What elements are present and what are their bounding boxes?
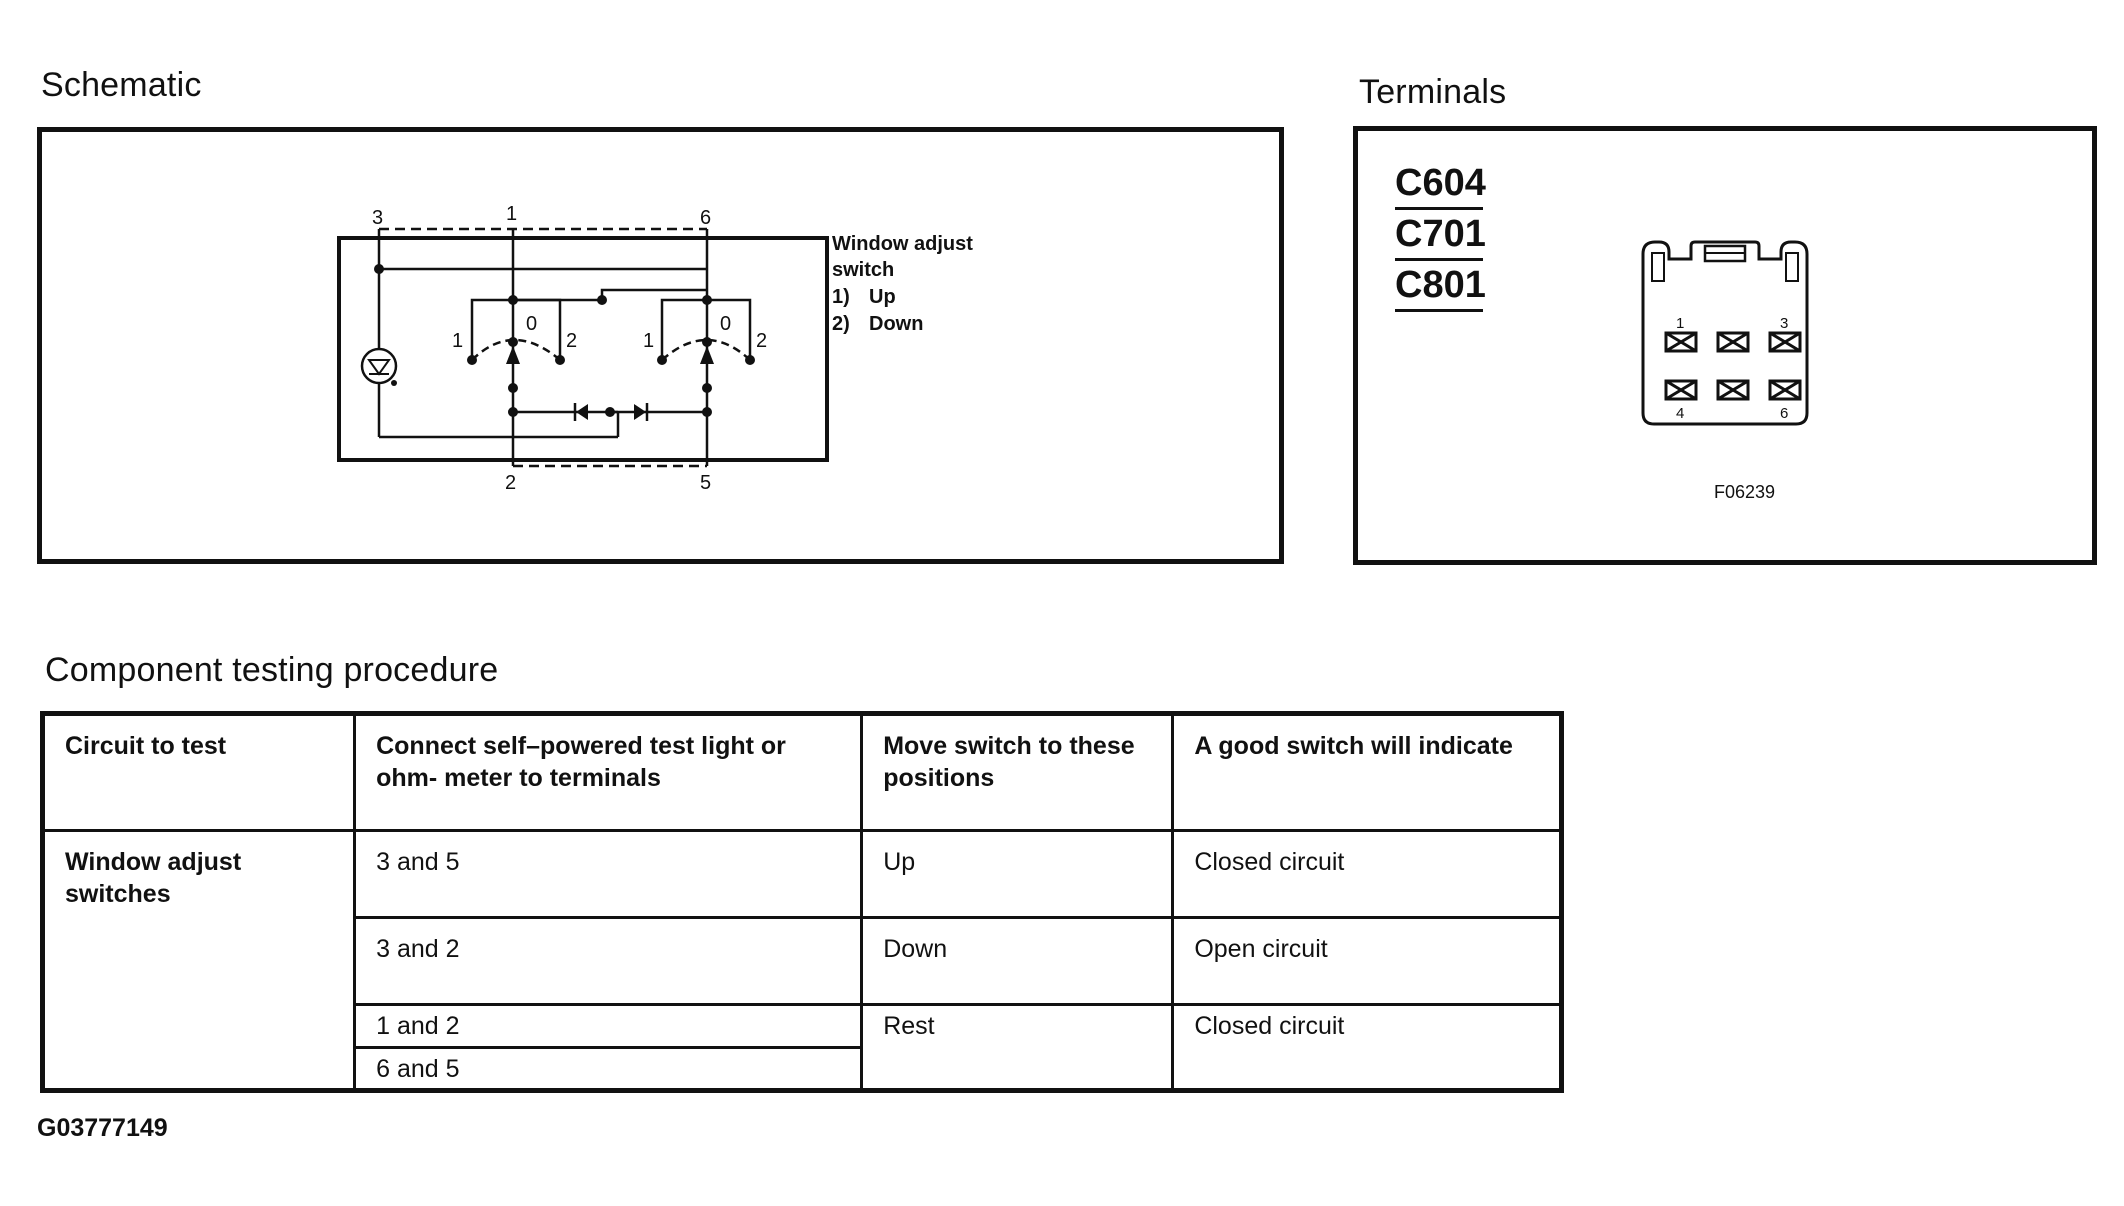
position-cell: Rest bbox=[860, 1003, 1175, 1092]
indication-cell: Closed circuit bbox=[1171, 829, 1563, 919]
terminals-panel: C604 C701 C801 1 3 4 6 F06239 bbox=[1353, 126, 2097, 565]
pin-label-1: 1 bbox=[1676, 315, 1684, 332]
schematic-heading: Schematic bbox=[41, 66, 202, 104]
diode-right bbox=[634, 404, 646, 420]
terminals-cell: 3 and 2 bbox=[353, 916, 864, 1006]
figure-id: G03777149 bbox=[37, 1114, 168, 1142]
legend-item-down: Down bbox=[869, 313, 923, 335]
procedure-table: Circuit to test Connect self–powered tes… bbox=[40, 711, 1564, 1093]
position-cell: Up bbox=[860, 829, 1175, 919]
connector-list: C604 C701 C801 bbox=[1395, 159, 1486, 312]
column-header: Circuit to test bbox=[40, 712, 357, 832]
connector-shell bbox=[1641, 240, 1809, 426]
diode-left bbox=[576, 404, 588, 420]
lamp-icon bbox=[360, 347, 398, 385]
legend-item-num: 1) bbox=[832, 286, 850, 308]
column-header: Connect self–powered test light or ohm- … bbox=[353, 712, 864, 832]
terminals-heading: Terminals bbox=[1359, 73, 1507, 111]
terminal-label-1: 1 bbox=[506, 203, 517, 225]
position-label: 1 bbox=[452, 330, 463, 352]
schematic-panel: 3 1 6 2 5 1 0 2 1 0 2 Window adjust swit… bbox=[37, 127, 1284, 564]
table-header-row: Circuit to test Connect self–powered tes… bbox=[40, 712, 1563, 832]
pin-cavities bbox=[1664, 331, 1802, 401]
table-row: 3 and 2 Down Open circuit bbox=[43, 916, 1563, 1006]
connector-id: C701 bbox=[1395, 210, 1486, 261]
legend-item-num: 2) bbox=[832, 313, 850, 335]
table-row: 1 and 2 Rest Closed circuit bbox=[43, 1003, 1563, 1092]
terminals-cell: 1 and 2 bbox=[353, 1003, 864, 1049]
schematic-diagram: 3 1 6 2 5 1 0 2 1 0 2 Window adjust swit… bbox=[337, 203, 973, 494]
indication-cell: Open circuit bbox=[1171, 916, 1563, 1006]
column-header: Move switch to these positions bbox=[860, 712, 1175, 832]
pin-label-6: 6 bbox=[1780, 405, 1788, 422]
pin-label-3: 3 bbox=[1780, 315, 1788, 332]
connector-id: C801 bbox=[1395, 261, 1486, 312]
switch-housing bbox=[337, 236, 829, 462]
indication-cell: Closed circuit bbox=[1171, 1003, 1563, 1092]
connector-id: C604 bbox=[1395, 159, 1486, 210]
connector-face-diagram: 1 3 4 6 F06239 bbox=[1641, 240, 1809, 502]
position-label: 2 bbox=[566, 330, 577, 352]
position-cell: Down bbox=[860, 916, 1175, 1006]
circuit-cell: Window adjust switches bbox=[40, 829, 357, 1092]
terminal-label-2: 2 bbox=[505, 472, 516, 494]
pin-label-4: 4 bbox=[1676, 405, 1684, 422]
procedure-heading: Component testing procedure bbox=[45, 651, 499, 689]
terminals-cell: 3 and 5 bbox=[353, 829, 864, 919]
table-row: Window adjust switches 3 and 5 Up Closed… bbox=[40, 829, 1563, 1092]
table-row: 6 and 5 bbox=[43, 1046, 1562, 1092]
column-header: A good switch will indicate bbox=[1171, 712, 1563, 832]
legend-title-2: switch bbox=[832, 259, 894, 281]
figure-code: F06239 bbox=[1714, 482, 1775, 502]
position-label: 1 bbox=[643, 330, 654, 352]
position-label: 2 bbox=[756, 330, 767, 352]
position-label: 0 bbox=[720, 313, 731, 335]
terminal-label-6: 6 bbox=[700, 207, 711, 229]
terminal-label-3: 3 bbox=[372, 207, 383, 229]
position-label: 0 bbox=[526, 313, 537, 335]
legend-item-up: Up bbox=[869, 286, 896, 308]
terminals-cell: 6 and 5 bbox=[353, 1046, 864, 1092]
legend-title: Window adjust bbox=[832, 233, 973, 255]
terminal-label-5: 5 bbox=[700, 472, 711, 494]
